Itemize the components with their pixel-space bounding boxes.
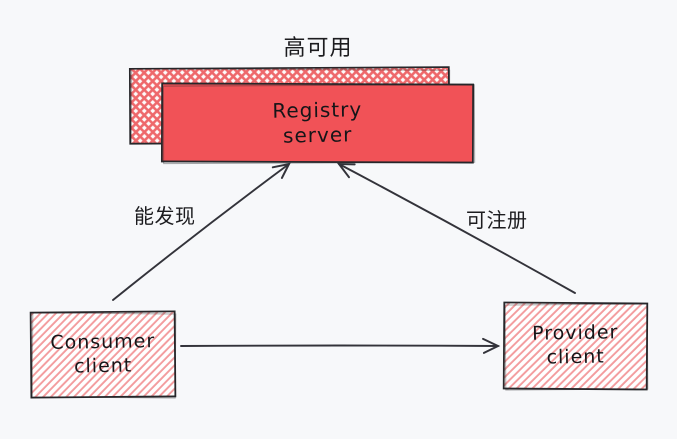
invoke-arrow [180,337,501,354]
sketch-outline [162,84,476,165]
consumer-client-node [29,310,177,399]
consumer-client-label: Consumer client [50,329,156,378]
provider-client-node [502,301,649,391]
provider-client-label: Provider client [531,321,619,369]
register-arrow [336,162,576,294]
registry-server-label: Registry server [272,97,363,148]
sketch-outline [504,303,649,391]
discover-arrow [112,162,291,301]
sketch-outline [31,312,177,399]
register-arrow-label: 可注册 [466,210,528,232]
diagram-title: 高可用 [283,35,353,60]
registry-server-node [160,82,476,165]
discover-arrow-label: 能发现 [134,206,196,228]
